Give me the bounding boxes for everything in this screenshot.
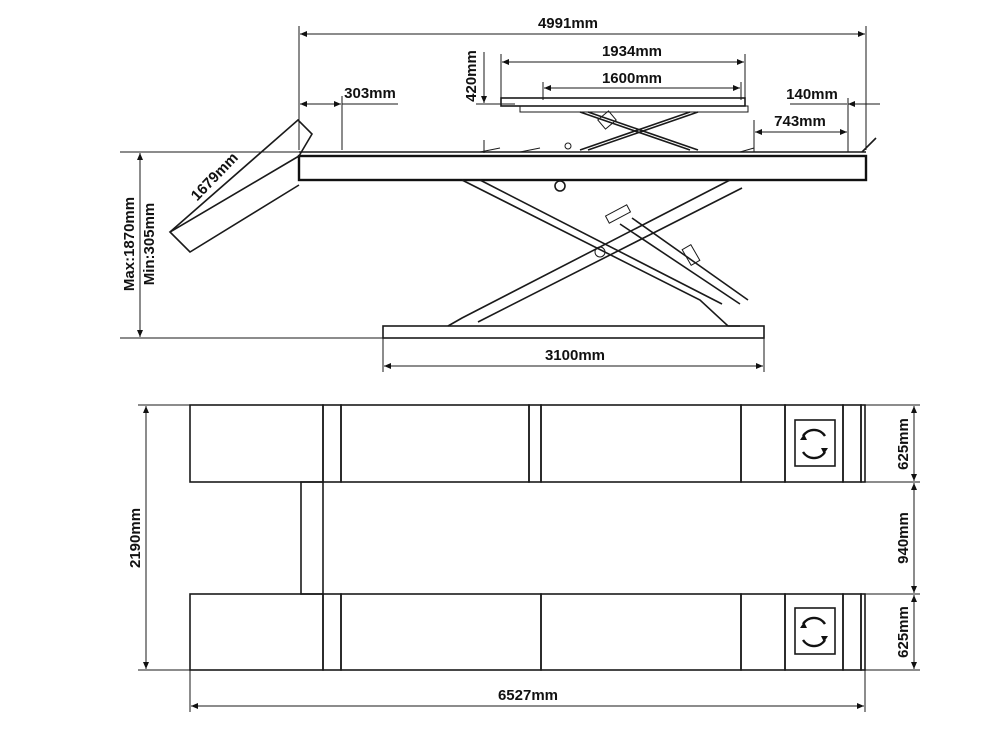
base-frame: 3100mm <box>382 325 765 372</box>
total-length-label: 6527mm <box>498 687 558 704</box>
dimension-overall-width: 2190mm <box>127 404 190 671</box>
dimension-height: Max:1870mm Min:305mm <box>120 151 383 339</box>
dimension-overall-length: 4991mm <box>298 15 867 150</box>
dimension-front-offset: 303mm <box>300 85 398 150</box>
overall-length-label: 4991mm <box>538 15 598 32</box>
inner-gap-label: 940mm <box>895 512 912 564</box>
dimension-rear-gap: 140mm <box>786 86 880 152</box>
inner-platform-label: 1600mm <box>602 70 662 87</box>
rear-gap-label: 140mm <box>786 86 838 103</box>
scissor-mechanism <box>447 179 749 327</box>
cross-beam <box>300 481 324 595</box>
secondary-platform <box>500 97 749 151</box>
top-platform-label: 1934mm <box>602 43 662 60</box>
dimension-right-widths: 625mm 940mm 625mm <box>865 404 920 671</box>
rear-platform-label: 743mm <box>774 113 826 130</box>
approach-ramp: 1679mm <box>168 118 314 254</box>
min-height-label: Min:305mm <box>141 203 158 286</box>
dimension-rear-platform: 743mm <box>753 113 847 152</box>
side-view: 4991mm 1934mm 1600mm 420mm <box>120 15 880 372</box>
overall-width-label: 2190mm <box>127 508 144 568</box>
secondary-height-label: 420mm <box>463 50 480 102</box>
dimension-total-length: 6527mm <box>189 670 866 712</box>
main-platform <box>297 137 877 182</box>
runway-width-top-label: 625mm <box>895 418 912 470</box>
dimension-top-platform: 1934mm <box>500 43 746 100</box>
dimension-inner-platform: 1600mm <box>542 70 742 100</box>
runway-width-bottom-label: 625mm <box>895 606 912 658</box>
base-length-label: 3100mm <box>545 347 605 364</box>
dimension-secondary-height: 420mm <box>463 50 515 153</box>
turntable-icon <box>794 607 836 655</box>
runway-top <box>189 404 866 483</box>
turntable-icon <box>794 419 836 467</box>
runway-bottom <box>189 593 866 671</box>
max-height-label: Max:1870mm <box>121 197 138 291</box>
top-view: 2190mm 625mm 940mm 625mm 6527mm <box>127 404 920 712</box>
front-offset-label: 303mm <box>344 85 396 102</box>
